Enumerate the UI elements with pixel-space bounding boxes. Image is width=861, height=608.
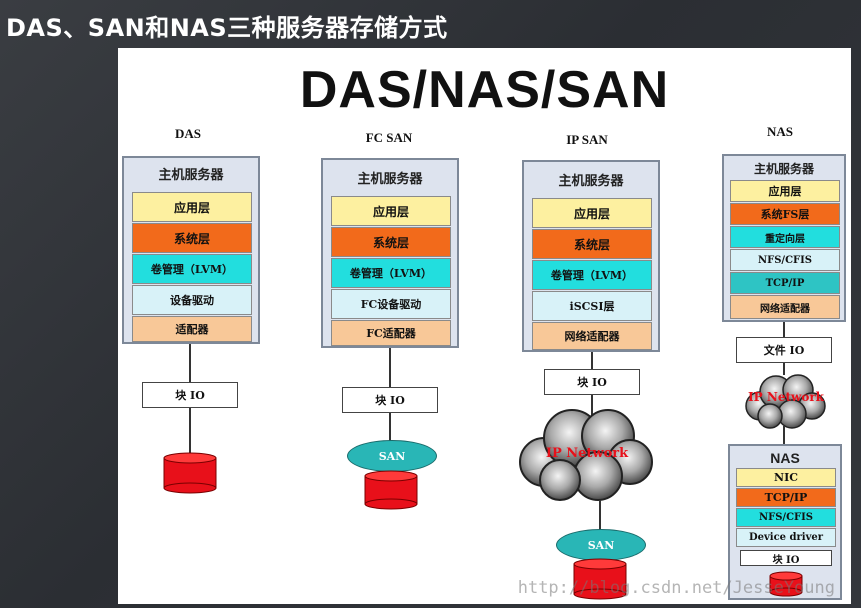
das-host-label: 主机服务器: [158, 168, 224, 183]
das-layer-volume: 卷管理（LVM）: [132, 254, 252, 284]
fcsan-block-io: 块 IO: [342, 387, 438, 413]
nas-connector-3: [783, 426, 785, 446]
nas-layer-sysfs: 系统FS层: [730, 203, 840, 225]
ipsan-disk-icon: [573, 558, 627, 600]
fcsan-layer-sys: 系统层: [331, 227, 451, 257]
ipsan-layer-sys: 系统层: [532, 229, 652, 259]
fcsan-connector-2: [389, 413, 391, 441]
ipsan-host-label: 主机服务器: [558, 174, 624, 189]
fcsan-layer-driver: FC设备驱动: [331, 289, 451, 319]
das-block-io: 块 IO: [142, 382, 238, 408]
watermark: http://blog.csdn.net/JesseYoung: [517, 578, 835, 598]
main-title: DAS/NAS/SAN: [299, 61, 670, 119]
nas-device: NAS NIC TCP/IP NFS/CFIS Device driver 块 …: [728, 444, 842, 600]
fcsan-connector-1: [389, 348, 391, 388]
fcsan-host-label: 主机服务器: [357, 172, 423, 187]
ipsan-layer-adapter: 网络适配器: [532, 322, 652, 350]
nas-layer-redirect: 重定向层: [730, 226, 840, 248]
nas-layer-app: 应用层: [730, 180, 840, 202]
nas-host-server: 主机服务器 应用层 系统FS层 重定向层 NFS/CFIS TCP/IP 网络适…: [722, 154, 846, 322]
nas-host-label: 主机服务器: [753, 162, 814, 176]
fcsan-layer-adapter: FC适配器: [331, 320, 451, 346]
nas-dev-layer-tcpip: TCP/IP: [736, 488, 836, 507]
das-layer-driver: 设备驱动: [132, 285, 252, 315]
nas-connector-2: [783, 363, 785, 375]
fcsan-title: FC SAN: [365, 130, 413, 145]
nas-dev-layer-nfs: NFS/CFIS: [736, 508, 836, 527]
ipsan-block-io: 块 IO: [544, 369, 640, 395]
ipsan-cloud-icon: [519, 409, 653, 501]
nas-layer-nfs: NFS/CFIS: [730, 249, 840, 271]
ipsan-layer-iscsi: iSCSI层: [532, 291, 652, 321]
fcsan-layer-volume: 卷管理（LVM）: [331, 258, 451, 288]
nas-disk-icon: [769, 571, 803, 597]
ipsan-network-label: IP Network: [545, 446, 629, 461]
das-layer-sys: 系统层: [132, 223, 252, 253]
ipsan-san-node: SAN: [556, 529, 646, 561]
fcsan-host-server: 主机服务器 应用层 系统层 卷管理（LVM） FC设备驱动 FC适配器: [321, 158, 459, 348]
nas-dev-layer-driver: Device driver: [736, 528, 836, 547]
ipsan-title: IP SAN: [566, 132, 608, 147]
nas-dev-block-io: 块 IO: [740, 550, 832, 566]
ipsan-connector-3: [599, 500, 601, 532]
das-host-server: 主机服务器 应用层 系统层 卷管理（LVM） 设备驱动 适配器: [122, 156, 260, 344]
nas-layer-adapter: 网络适配器: [730, 295, 840, 319]
ipsan-layer-app: 应用层: [532, 198, 652, 228]
nas-cloud-icon: [745, 374, 826, 429]
nas-dev-layer-nic: NIC: [736, 468, 836, 487]
nas-layer-tcpip: TCP/IP: [730, 272, 840, 294]
das-title: DAS: [174, 126, 201, 141]
ipsan-layer-volume: 卷管理（LVM）: [532, 260, 652, 290]
ipsan-host-server: 主机服务器 应用层 系统层 卷管理（LVM） iSCSI层 网络适配器: [522, 160, 660, 352]
das-connector-2: [189, 408, 191, 458]
diagram-panel: DAS/NAS/SAN DAS 主机服务器 应用层 系统层 卷管理（LVM） 设…: [118, 48, 851, 604]
nas-connector-1: [783, 322, 785, 338]
ipsan-connector-2: [591, 395, 593, 415]
fcsan-disk-icon: [364, 470, 418, 510]
fcsan-layer-app: 应用层: [331, 196, 451, 226]
ipsan-connector-1: [591, 352, 593, 370]
nas-network-label: IP Network: [748, 390, 824, 404]
slide-title: DAS、SAN和NAS三种服务器存储方式: [6, 14, 448, 42]
das-layer-adapter: 适配器: [132, 316, 252, 342]
nas-title: NAS: [766, 124, 793, 139]
das-layer-app: 应用层: [132, 192, 252, 222]
das-disk-icon: [163, 452, 217, 494]
nas-file-io: 文件 IO: [736, 337, 832, 363]
nas-device-label: NAS: [770, 450, 800, 466]
das-connector-1: [189, 344, 191, 382]
